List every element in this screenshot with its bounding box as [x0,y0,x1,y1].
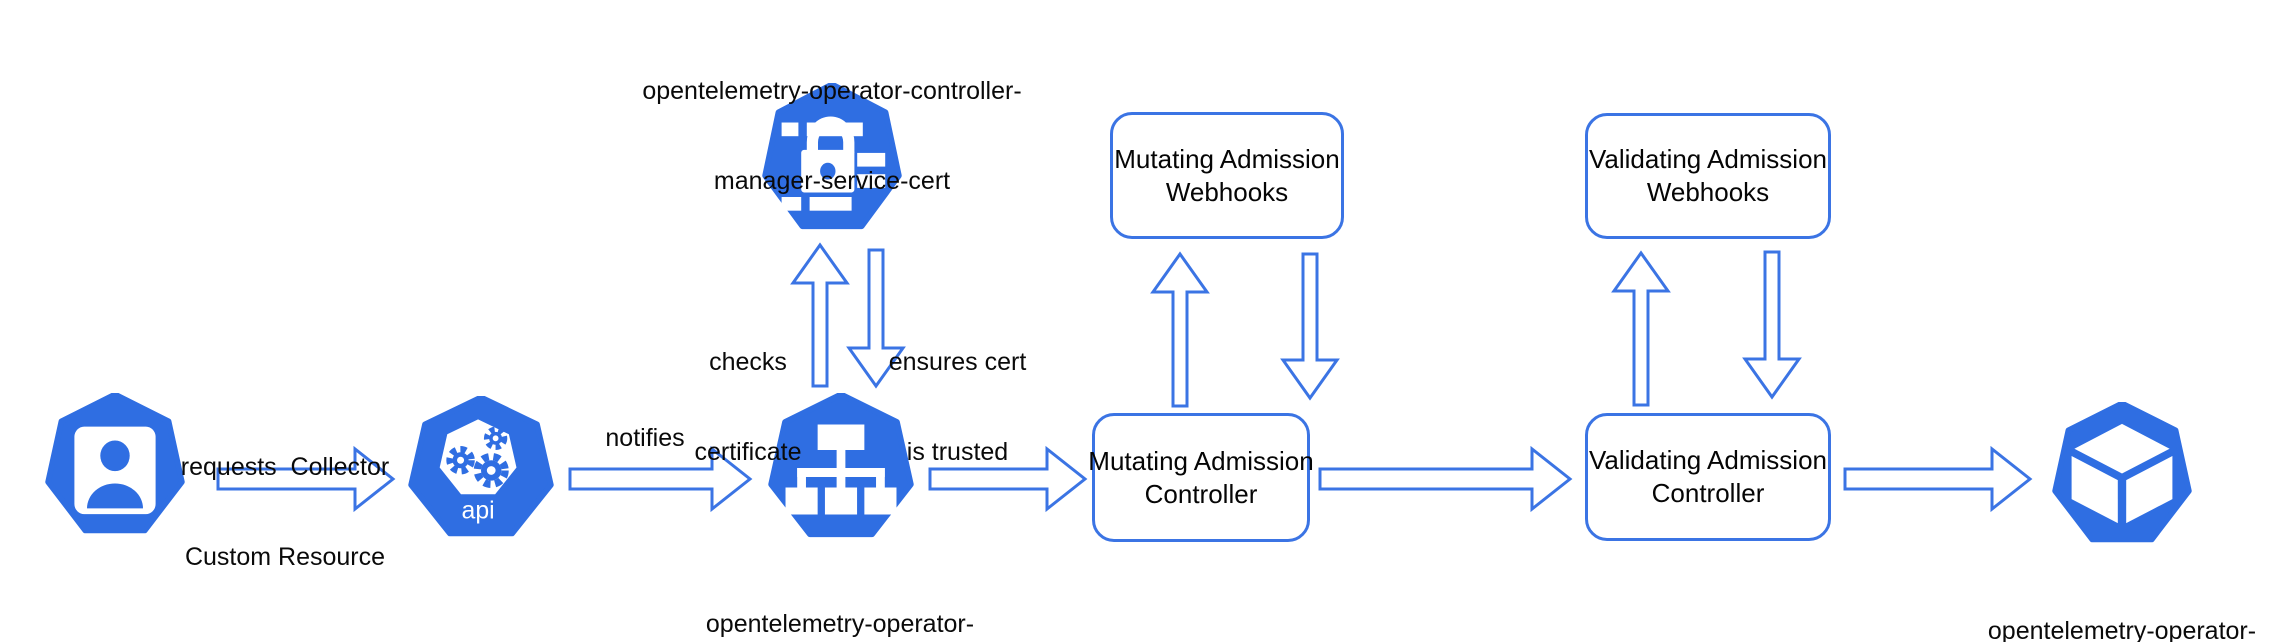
requests-edge-label-line2: Custom Resource [184,543,386,571]
cube-icon [2052,402,2192,543]
validating-admission-controller-box: Validating Admission Controller [1585,413,1831,541]
box-line: Mutating Admission [1088,445,1314,476]
user-icon [45,393,185,534]
lock-icon [762,83,902,230]
arrow-api-to-webhook-service [568,445,753,513]
node-user [45,393,185,539]
node-service-cert [762,83,902,235]
checks-certificate-line2: certificate [694,438,802,466]
arrow-user-to-api [216,445,396,513]
ensures-cert-line2: is trusted [906,438,1009,466]
controller-manager-label-line1: opentelemetry-operator- [1987,617,2257,642]
arrow-webhook-service-to-mutating-controller [928,445,1088,513]
arrow-mutating-to-validating-controller [1318,445,1573,513]
box-line: Controller [1144,478,1258,509]
webhook-service-node-label: opentelemetry-operator- webhook-service [665,549,1015,642]
cert-node-label: opentelemetry-operator-controller- manag… [632,16,1032,256]
notifies-edge-label: notifies [605,424,685,452]
box-line: Webhooks [1165,176,1289,207]
arrow-validating-down [1742,250,1802,400]
mutating-admission-controller-box: Mutating Admission Controller [1088,413,1314,542]
arrow-validating-controller-to-manager [1843,445,2033,513]
webhook-service-label-line1: opentelemetry-operator- [705,610,975,638]
arrow-mutating-down [1280,252,1340,401]
box-line: Validating Admission [1589,144,1827,174]
arrow-checks-certificate-up [790,242,850,388]
node-webhook-service [768,393,914,543]
controller-manager-node-label: opentelemetry-operator- controller-manag… [1947,556,2292,642]
ensures-cert-line1: ensures cert [888,348,1027,376]
arrow-ensures-cert-down [846,248,906,389]
box-line: Mutating Admission [1114,143,1340,174]
hierarchy-icon [768,393,914,538]
mutating-admission-webhooks-box: Mutating Admission Webhooks [1110,112,1344,239]
api-badge-label: api [462,498,495,525]
cert-node-label-line1: opentelemetry-operator-controller- [642,77,1022,105]
arrow-mutating-up [1150,251,1210,408]
checks-certificate-line1: checks [709,348,787,376]
checks-certificate-edge-label: checks certificate [648,287,848,527]
node-api-server: api [408,396,554,542]
cert-node-label-line2: manager-service-cert [713,167,951,195]
arrow-validating-up [1611,250,1671,407]
node-controller-manager [2052,402,2192,548]
box-line: Controller [1651,478,1765,508]
box-line: Validating Admission [1589,445,1827,475]
ensures-cert-edge-label: ensures cert is trusted [855,287,1060,527]
gears-icon: api [408,396,554,537]
box-line: Webhooks [1646,177,1770,207]
requests-edge-label-line1: requests Collector [180,453,390,481]
requests-edge-label: requests Collector Custom Resource [135,392,435,632]
validating-admission-webhooks-box: Validating Admission Webhooks [1585,113,1831,239]
